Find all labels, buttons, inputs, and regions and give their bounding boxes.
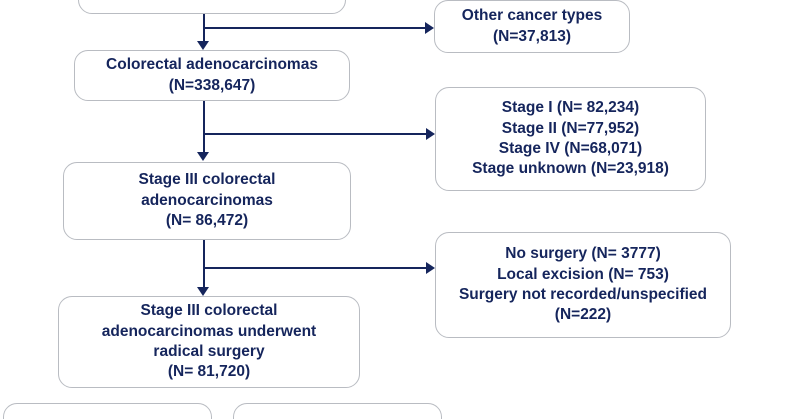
connector-colorectal-to-excluded-stages	[203, 133, 427, 136]
node-excluded-stages-line-1: Stage II (N=77,952)	[501, 119, 640, 137]
arrowhead-source-to-other-cancers	[425, 22, 434, 34]
arrowhead-source-to-colorectal	[197, 41, 209, 50]
node-adjuvant: Adjuvant	[3, 403, 212, 419]
node-other-cancers: Other cancer types (N=37,813)	[434, 0, 630, 53]
node-radical-surgery: Stage III colorectal adenocarcinomas und…	[58, 296, 360, 388]
node-colorectal: Colorectal adenocarcinomas (N=338,647)	[74, 50, 350, 101]
node-no-adjuvant: No adjuvant	[233, 403, 442, 419]
node-radical-surgery-line-3: (N= 81,720)	[167, 363, 251, 381]
node-excluded-stages-line-3: Stage unknown (N=23,918)	[472, 160, 669, 178]
node-excluded-surgery-line-0: No surgery (N= 3777)	[505, 245, 661, 263]
node-radical-surgery-line-1: adenocarcinomas underwent	[101, 322, 317, 340]
node-colorectal-line-0: Colorectal adenocarcinomas	[106, 56, 318, 74]
node-excluded-stages: Stage I (N= 82,234) Stage II (N=77,952) …	[435, 87, 706, 191]
node-excluded-stages-line-0: Stage I (N= 82,234)	[501, 99, 640, 117]
arrowhead-stage3-to-radical-surgery	[197, 287, 209, 296]
node-source-cohort-line-0: (N= 376,460)	[165, 0, 259, 1]
connector-stage3-to-radical-surgery	[203, 240, 206, 290]
arrowhead-colorectal-to-excluded-stages	[426, 128, 435, 140]
node-excluded-surgery-line-2: Surgery not recorded/unspecified	[458, 286, 708, 303]
node-excluded-surgery: No surgery (N= 3777) Local excision (N= …	[435, 232, 731, 338]
arrowhead-colorectal-to-stage3	[197, 152, 209, 161]
node-excluded-surgery-line-1: Local excision (N= 753)	[497, 265, 669, 283]
node-stage3-line-0: Stage III colorectal	[138, 171, 276, 189]
node-other-cancers-line-0: Other cancer types	[461, 7, 603, 25]
node-other-cancers-line-1: (N=37,813)	[493, 27, 571, 45]
node-stage3: Stage III colorectal adenocarcinomas (N=…	[63, 162, 351, 240]
connector-source-to-other-cancers	[203, 27, 426, 30]
node-source-cohort: (N= 376,460)	[78, 0, 346, 14]
node-stage3-line-1: adenocarcinomas	[141, 191, 273, 209]
node-excluded-surgery-line-3: (N=222)	[554, 306, 612, 324]
node-radical-surgery-line-0: Stage III colorectal	[140, 302, 278, 320]
node-excluded-stages-line-2: Stage IV (N=68,071)	[498, 140, 643, 157]
connector-stage3-to-excluded-surgery	[203, 267, 427, 270]
connector-colorectal-to-stage3	[203, 101, 206, 155]
node-colorectal-line-1: (N=338,647)	[168, 76, 256, 94]
node-radical-surgery-line-2: radical surgery	[153, 343, 265, 360]
node-stage3-line-2: (N= 86,472)	[165, 212, 249, 230]
arrowhead-stage3-to-excluded-surgery	[426, 262, 435, 274]
